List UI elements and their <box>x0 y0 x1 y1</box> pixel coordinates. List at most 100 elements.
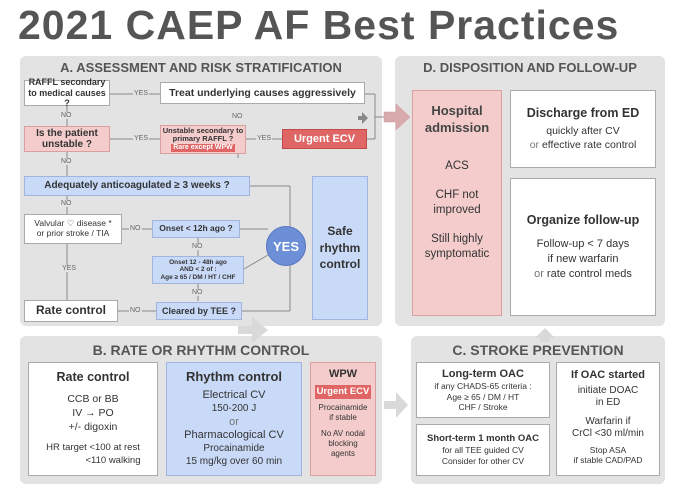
onset48-box: Onset 12 - 48h ago AND < 2 of : Age ≥ 65… <box>152 256 244 284</box>
treat-causes-text: Treat underlying causes aggressively <box>169 86 356 99</box>
urgent-ecv-box: Urgent ECV <box>282 129 367 149</box>
oac-line6: if stable CAD/PAD <box>573 455 643 466</box>
rhythm-line4: Pharmacological CV <box>184 429 284 442</box>
lt-oac-line3: CHF / Stroke <box>458 401 508 412</box>
tee-question-box: Cleared by TEE ? <box>156 302 242 320</box>
unstable-raffl-box: Unstable secondary to primary RAFFL ? Ra… <box>160 125 246 154</box>
section-b-title: B. RATE OR RHYTHM CONTROL <box>92 342 310 358</box>
rate-detail-line3: +/- digoxin <box>68 420 118 433</box>
label-yes: YES <box>133 90 150 97</box>
discharge-line2: or effective rate control <box>529 139 637 152</box>
oac-line3: Warfarin if <box>585 415 631 427</box>
yes-circle: YES <box>266 226 306 266</box>
onset12-box: Onset < 12h ago ? <box>152 220 240 238</box>
onset48-line2: AND < 2 of : <box>179 266 217 274</box>
rhythm-line2: 150-200 J <box>211 403 257 414</box>
raffl-question-box: RAFFL secondary to medical causes ? <box>24 77 110 109</box>
rate-control-box: Rate control <box>24 300 118 322</box>
oac-started-box: If OAC started initiate DOAC in ED Warfa… <box>556 362 660 476</box>
discharge-box: Discharge from ED quickly after CV or ef… <box>510 90 656 168</box>
wpw-line4: No AV nodal <box>321 428 365 438</box>
onset48-line3: Age ≥ 65 / DM / HT / CHF <box>160 273 236 281</box>
unstable-raffl-text: Unstable secondary to primary RAFFL ? <box>162 125 244 144</box>
section-d-title: D. DISPOSITION AND FOLLOW-UP <box>423 60 637 75</box>
unstable-question-text: Is the patient unstable ? <box>36 127 98 151</box>
wpw-line3: if stable <box>329 412 357 422</box>
treat-causes-box: Treat underlying causes aggressively <box>160 82 365 104</box>
followup-line2: if new warfarin <box>547 253 619 266</box>
discharge-title: Discharge from ED <box>526 106 640 121</box>
rhythm-line3: or <box>229 415 239 428</box>
urgent-ecv-text: Urgent ECV <box>293 132 356 145</box>
wpw-box: WPW Urgent ECV Procainamide if stable No… <box>310 362 376 476</box>
rate-detail-title: Rate control <box>56 370 130 384</box>
rate-control-detail-box: Rate control CCB or BB IV → PO +/- digox… <box>28 362 158 476</box>
hospital-symptomatic: Still highly symptomatic <box>424 232 490 260</box>
long-term-oac-box: Long-term OAC if any CHADS-65 criteria :… <box>416 362 550 418</box>
oac-line5: Stop ASA <box>589 444 627 455</box>
valvular-line1: Valvular ♡ disease * <box>34 218 112 229</box>
hospital-acs: ACS <box>445 159 469 172</box>
st-oac-line2: Consider for other CV <box>441 455 525 466</box>
label-no: NO <box>129 225 142 232</box>
label-yes: YES <box>133 135 150 142</box>
discharge-line1: quickly after CV <box>546 125 620 138</box>
lt-oac-line2: Age ≥ 65 / DM / HT <box>446 391 520 402</box>
lt-oac-title: Long-term OAC <box>442 368 524 381</box>
rate-detail-line1: CCB or BB <box>67 393 119 406</box>
oac-line4: CrCl <30 ml/min <box>572 428 644 440</box>
label-no: NO <box>231 113 244 120</box>
st-oac-title: Short-term 1 month OAC <box>427 433 539 445</box>
section-a-title: A. ASSESSMENT AND RISK STRATIFICATION <box>60 60 342 75</box>
followup-line3: or rate control meds <box>534 267 632 280</box>
label-yes: YES <box>61 265 78 272</box>
label-no: NO <box>60 158 73 165</box>
followup-line1: Follow-up < 7 days <box>536 238 630 251</box>
wpw-line6: agents <box>330 448 356 458</box>
safe-rhythm-box: Safe rhythm control <box>312 176 368 320</box>
valvular-line2: or prior stroke / TIA <box>36 228 110 238</box>
rare-wpw-text: Rare except WPW <box>171 144 235 153</box>
oac-started-title: If OAC started <box>571 369 645 381</box>
rhythm-control-box: Rhythm control Electrical CV 150-200 J o… <box>166 362 302 476</box>
anticoag-question-box: Adequately anticoagulated ≥ 3 weeks ? <box>24 176 250 196</box>
st-oac-line1: for all TEE guided CV <box>442 445 524 456</box>
hospital-admission-box: Hospital admission ACS CHF not improved … <box>412 90 502 316</box>
label-yes: YES <box>256 135 273 142</box>
label-no: NO <box>191 243 204 250</box>
rhythm-line5: Procainamide <box>203 443 265 454</box>
rate-detail-line4: HR target <100 at rest <box>46 442 140 454</box>
hospital-title: Hospital admission <box>424 103 490 135</box>
onset48-line1: Onset 12 - 48h ago <box>169 258 227 266</box>
anticoag-question-text: Adequately anticoagulated ≥ 3 weeks ? <box>44 180 230 192</box>
wpw-urgent-ecv: Urgent ECV <box>314 384 372 399</box>
hospital-chf: CHF not improved <box>433 188 481 216</box>
section-c-title: C. STROKE PREVENTION <box>452 342 624 358</box>
label-no: NO <box>60 200 73 207</box>
rate-control-text: Rate control <box>35 303 106 318</box>
rhythm-line1: Electrical CV <box>202 389 266 402</box>
safe-rhythm-text: Safe rhythm control <box>319 223 361 272</box>
followup-title: Organize follow-up <box>526 213 640 228</box>
label-no: NO <box>60 112 73 119</box>
rate-detail-line5: <110 walking <box>85 454 141 466</box>
label-no: NO <box>129 307 142 314</box>
rhythm-line6: 15 mg/kg over 60 min <box>185 455 283 467</box>
yes-circle-text: YES <box>272 238 299 254</box>
onset12-text: Onset < 12h ago ? <box>159 223 233 234</box>
label-no: NO <box>191 289 204 296</box>
rate-detail-line2: IV → PO <box>72 406 114 419</box>
valvular-question-box: Valvular ♡ disease * or prior stroke / T… <box>24 214 122 244</box>
short-term-oac-box: Short-term 1 month OAC for all TEE guide… <box>416 424 550 476</box>
raffl-question-text: RAFFL secondary to medical causes ? <box>28 77 106 109</box>
lt-oac-line1: if any CHADS-65 criteria : <box>434 381 532 392</box>
oac-line1: initiate DOAC <box>577 384 639 396</box>
wpw-line5: blocking <box>328 438 358 448</box>
tee-question-text: Cleared by TEE ? <box>161 305 237 316</box>
followup-box: Organize follow-up Follow-up < 7 days if… <box>510 178 656 316</box>
wpw-line2: Procainamide <box>318 402 368 412</box>
page-title: 2021 CAEP AF Best Practices <box>18 2 620 48</box>
oac-line2: in ED <box>595 397 621 409</box>
wpw-title: WPW <box>328 368 358 380</box>
